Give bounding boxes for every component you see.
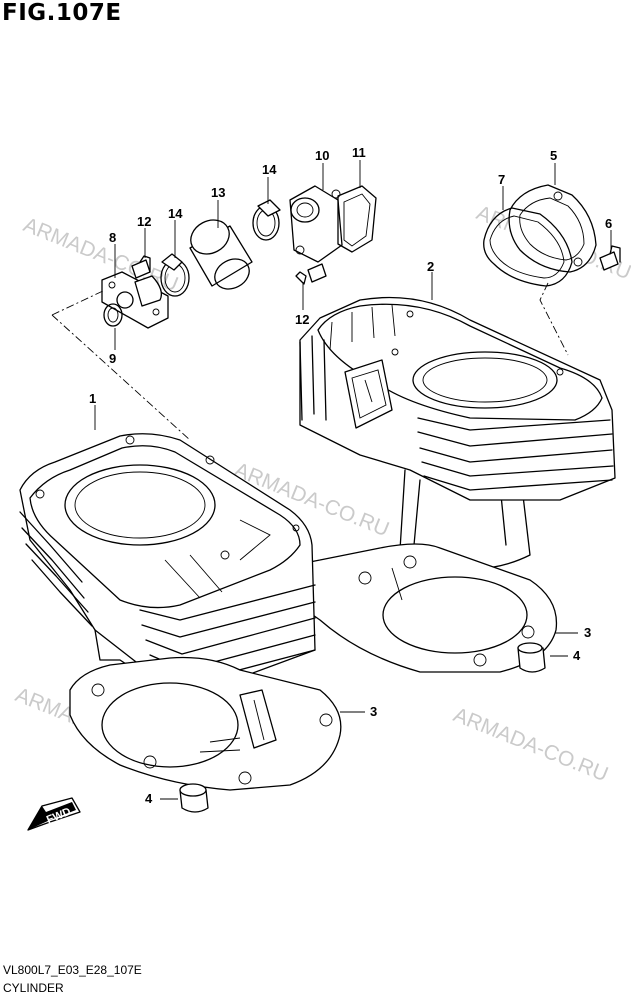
bolt-part-6	[599, 245, 621, 271]
cover-gasket-part-7	[483, 207, 573, 287]
callout-3-right: 3	[584, 625, 591, 640]
housing-gasket-part-11	[337, 185, 377, 253]
callout-2: 2	[427, 259, 434, 274]
dowel-pin-part-4-left	[179, 783, 209, 813]
union-fitting-part-8	[101, 271, 169, 329]
callout-14-right: 14	[262, 162, 277, 177]
bolt-part-12-left	[131, 255, 151, 279]
figure-title: FIG.107E	[2, 0, 122, 26]
hose-part-13	[189, 219, 253, 290]
front-base-gasket-part-3	[69, 656, 342, 791]
callout-12-left: 12	[137, 214, 151, 229]
figure-code: VL800L7_E03_E28_107E	[3, 963, 142, 977]
figure-name: CYLINDER	[3, 981, 64, 995]
fwd-direction-badge: FWD	[27, 797, 81, 831]
callout-13: 13	[211, 185, 225, 200]
thermostat-housing-part-10	[289, 185, 343, 263]
callout-10: 10	[315, 148, 329, 163]
callout-8: 8	[109, 230, 116, 245]
callout-6: 6	[605, 216, 612, 231]
callout-12-lower: 12	[295, 312, 309, 327]
watermark-5: ARMADA-CO.RU	[450, 703, 611, 786]
hose-clamp-part-14-right	[252, 199, 281, 241]
callout-9: 9	[109, 351, 116, 366]
callout-11: 11	[352, 145, 366, 160]
callout-7: 7	[498, 172, 505, 187]
callout-numbers: 1 2 3 3 4 4 5 6 7 8 9 10 11 12 12 13 14 …	[89, 145, 612, 806]
cover-part-5	[508, 184, 597, 273]
callout-4-right: 4	[573, 648, 581, 663]
callout-3-left: 3	[370, 704, 377, 719]
callout-5: 5	[550, 148, 557, 163]
rear-cylinder-part-2	[299, 296, 616, 570]
callout-14-left: 14	[168, 206, 183, 221]
bolt-part-12-lower	[295, 263, 327, 285]
dowel-pin-part-4-right	[517, 642, 546, 673]
rear-base-gasket-part-3	[281, 543, 558, 673]
callout-4-left: 4	[145, 791, 153, 806]
o-ring-part-9	[103, 303, 123, 327]
hose-clamp-part-14-left	[160, 253, 190, 297]
leader-lines	[51, 160, 612, 800]
callout-1: 1	[89, 391, 96, 406]
